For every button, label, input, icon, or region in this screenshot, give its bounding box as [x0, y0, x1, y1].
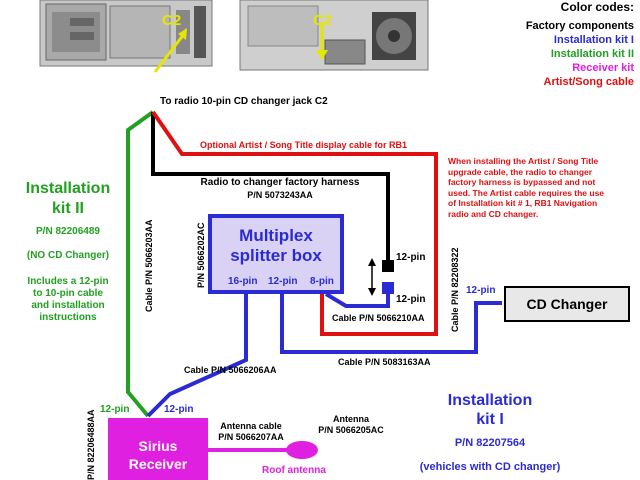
factory-harness	[151, 112, 390, 262]
legend-artist: Artist/Song cable	[543, 76, 634, 88]
connector-bottom	[382, 282, 394, 294]
roof-antenna-shape	[286, 441, 318, 459]
legend-factory: Factory components	[525, 20, 634, 32]
kit2-desc: Includes a 12-pin to 10-pin cable and in…	[0, 276, 136, 324]
connector-top	[382, 260, 394, 272]
green-cable	[126, 110, 155, 418]
kit1-title-1: Installation	[447, 392, 533, 409]
cd-changer-label: CD Changer	[526, 296, 608, 312]
blue-cable-cd	[280, 294, 502, 354]
receiver-side-label: P/N 82206488AA	[86, 409, 96, 480]
receiver-label-1: Sirius	[138, 438, 178, 454]
note-line: of Installation kit # 1, RB1 Navigation	[448, 198, 598, 208]
factory-harness-label-2: P/N 5073243AA	[247, 190, 313, 200]
blue-receiver-cable-label: Cable P/N 5066206AA	[184, 365, 277, 375]
splitter-pin-8: 8-pin	[310, 276, 334, 287]
antenna-label-1: Antenna	[333, 414, 369, 424]
red-cable-label: Cable P/N 82208322	[450, 247, 460, 332]
antenna-cable-label-2: P/N 5066207AA	[218, 432, 284, 442]
kit2-desc-line: Includes a 12-pin	[27, 276, 109, 287]
radio-unit-right	[239, 0, 429, 71]
note-line: radio and CD changer.	[448, 208, 539, 219]
blue-cable-receiver	[146, 294, 248, 418]
c2-label-right: C2	[313, 12, 333, 29]
legend-kit1: Installation kit I	[553, 34, 634, 46]
note-line: used. The Artist cable requires the use	[448, 187, 605, 198]
splitter-pin-16: 16-pin	[228, 276, 258, 287]
sirius-receiver-box	[108, 418, 208, 480]
receiver-pin-green: 12-pin	[100, 404, 130, 415]
kit2-desc-line: to 10-pin cable	[32, 288, 103, 299]
kit2-pn: P/N 82206489	[36, 226, 100, 237]
blue-8pin-cable-label: Cable P/N 5066210AA	[332, 313, 425, 323]
legend-kit2: Installation kit II	[550, 48, 634, 60]
blue-cable-8pin	[324, 290, 390, 308]
antenna-label-2: P/N 5066205AC	[318, 425, 384, 435]
radio-jack-label: To radio 10-pin CD changer jack C2	[160, 96, 328, 107]
connector-top-pin: 12-pin	[396, 252, 426, 263]
artist-cable-label: Optional Artist / Song Title display cab…	[200, 140, 408, 150]
kit2-sub: (NO CD Changer)	[26, 250, 110, 261]
blue-long-cable-label: Cable P/N 5083163AA	[338, 357, 431, 367]
connector-bottom-pin: 12-pin	[396, 294, 426, 305]
kit2-desc-line: instructions	[39, 312, 97, 323]
roof-antenna-label: Roof antenna	[262, 465, 326, 476]
green-cable-label: Cable P/N 5066203AA	[144, 219, 154, 312]
note-line: factory harness is bypassed and not	[448, 177, 596, 187]
receiver-pin-blue: 12-pin	[164, 404, 194, 415]
cd-changer-box	[504, 286, 630, 322]
c2-label-left: C2	[162, 12, 182, 29]
kit2-title-2: kit II	[51, 200, 84, 217]
factory-harness-label-1: Radio to changer factory harness	[200, 177, 360, 188]
antenna-cable-label-1: Antenna cable	[220, 421, 282, 431]
kit2-title-1: Installation	[25, 180, 111, 197]
kit2-desc-line: and installation	[31, 300, 105, 311]
splitter-title-1: Multiplex	[239, 226, 313, 245]
cd-changer-pin: 12-pin	[466, 285, 496, 296]
kit1-title-2: kit I	[476, 411, 504, 428]
radio-unit-left	[39, 0, 213, 67]
legend-receiver: Receiver kit	[572, 62, 634, 74]
note-line: upgrade cable, the radio to changer	[448, 166, 593, 177]
splitter-box	[208, 214, 344, 294]
kit1-sub: (vehicles with CD changer)	[419, 461, 561, 473]
note-line: When installing the Artist / Song Title	[448, 156, 599, 166]
artist-note: When installing the Artist / Song Title …	[448, 156, 604, 219]
splitter-side-label: P/N 5066202AC	[196, 222, 206, 288]
splitter-title-2: splitter box	[230, 246, 322, 265]
legend-title: Color codes:	[560, 0, 634, 14]
c2-arrow-left	[153, 33, 186, 73]
splitter-pin-12: 12-pin	[268, 276, 298, 287]
artist-cable	[151, 110, 438, 336]
kit1-pn: P/N 82207564	[454, 437, 526, 449]
receiver-label-2: Receiver	[128, 456, 188, 472]
